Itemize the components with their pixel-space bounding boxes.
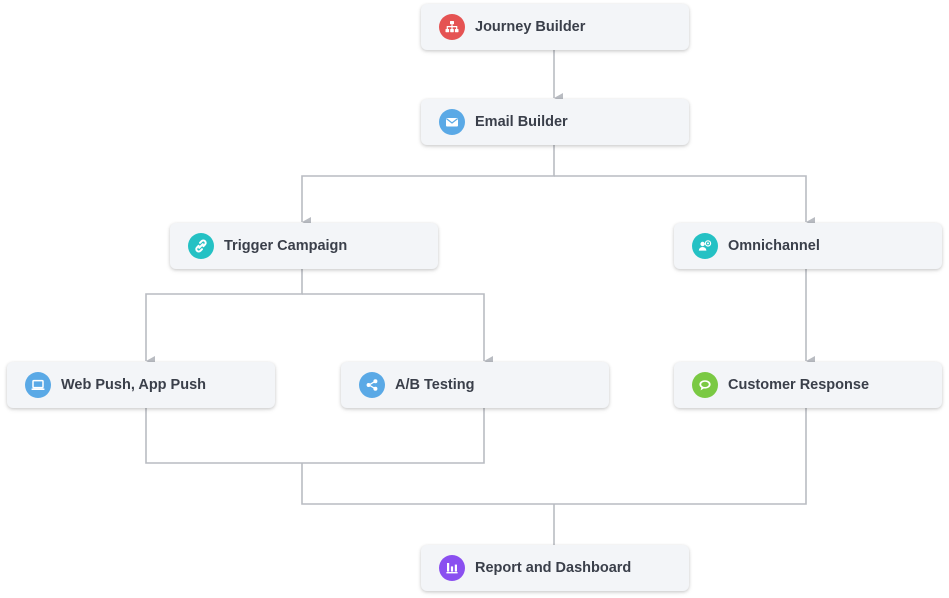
node-journey-builder[interactable]: Journey Builder <box>421 4 689 50</box>
node-report-dashboard[interactable]: Report and Dashboard <box>421 545 689 591</box>
envelope-icon <box>439 109 465 135</box>
chat-bubble-icon <box>692 372 718 398</box>
node-label: Trigger Campaign <box>224 238 348 254</box>
node-label: Report and Dashboard <box>475 560 632 576</box>
node-label: A/B Testing <box>395 377 475 393</box>
connector-email-omnichannel <box>554 175 815 227</box>
bar-chart-icon <box>439 555 465 581</box>
node-email-builder[interactable]: Email Builder <box>421 99 689 145</box>
node-label: Customer Response <box>728 377 870 393</box>
connector-trigger-ab <box>302 293 493 366</box>
connector-webpush-merge <box>145 407 485 464</box>
link-icon <box>188 233 214 259</box>
laptop-icon <box>25 372 51 398</box>
node-omnichannel[interactable]: Omnichannel <box>674 223 942 269</box>
node-customer-response[interactable]: Customer Response <box>674 362 942 408</box>
people-icon <box>692 233 718 259</box>
connector-trigger-webpush <box>145 268 303 366</box>
share-icon <box>359 372 385 398</box>
org-chart-icon <box>439 14 465 40</box>
node-label: Web Push, App Push <box>61 377 207 393</box>
node-trigger-campaign[interactable]: Trigger Campaign <box>170 223 438 269</box>
node-web-push[interactable]: Web Push, App Push <box>7 362 275 408</box>
connector-email-split <box>301 144 555 227</box>
connector-merge-down <box>301 407 807 505</box>
node-label: Journey Builder <box>475 19 586 35</box>
node-label: Email Builder <box>475 114 568 130</box>
node-ab-testing[interactable]: A/B Testing <box>341 362 609 408</box>
node-label: Omnichannel <box>728 238 820 254</box>
